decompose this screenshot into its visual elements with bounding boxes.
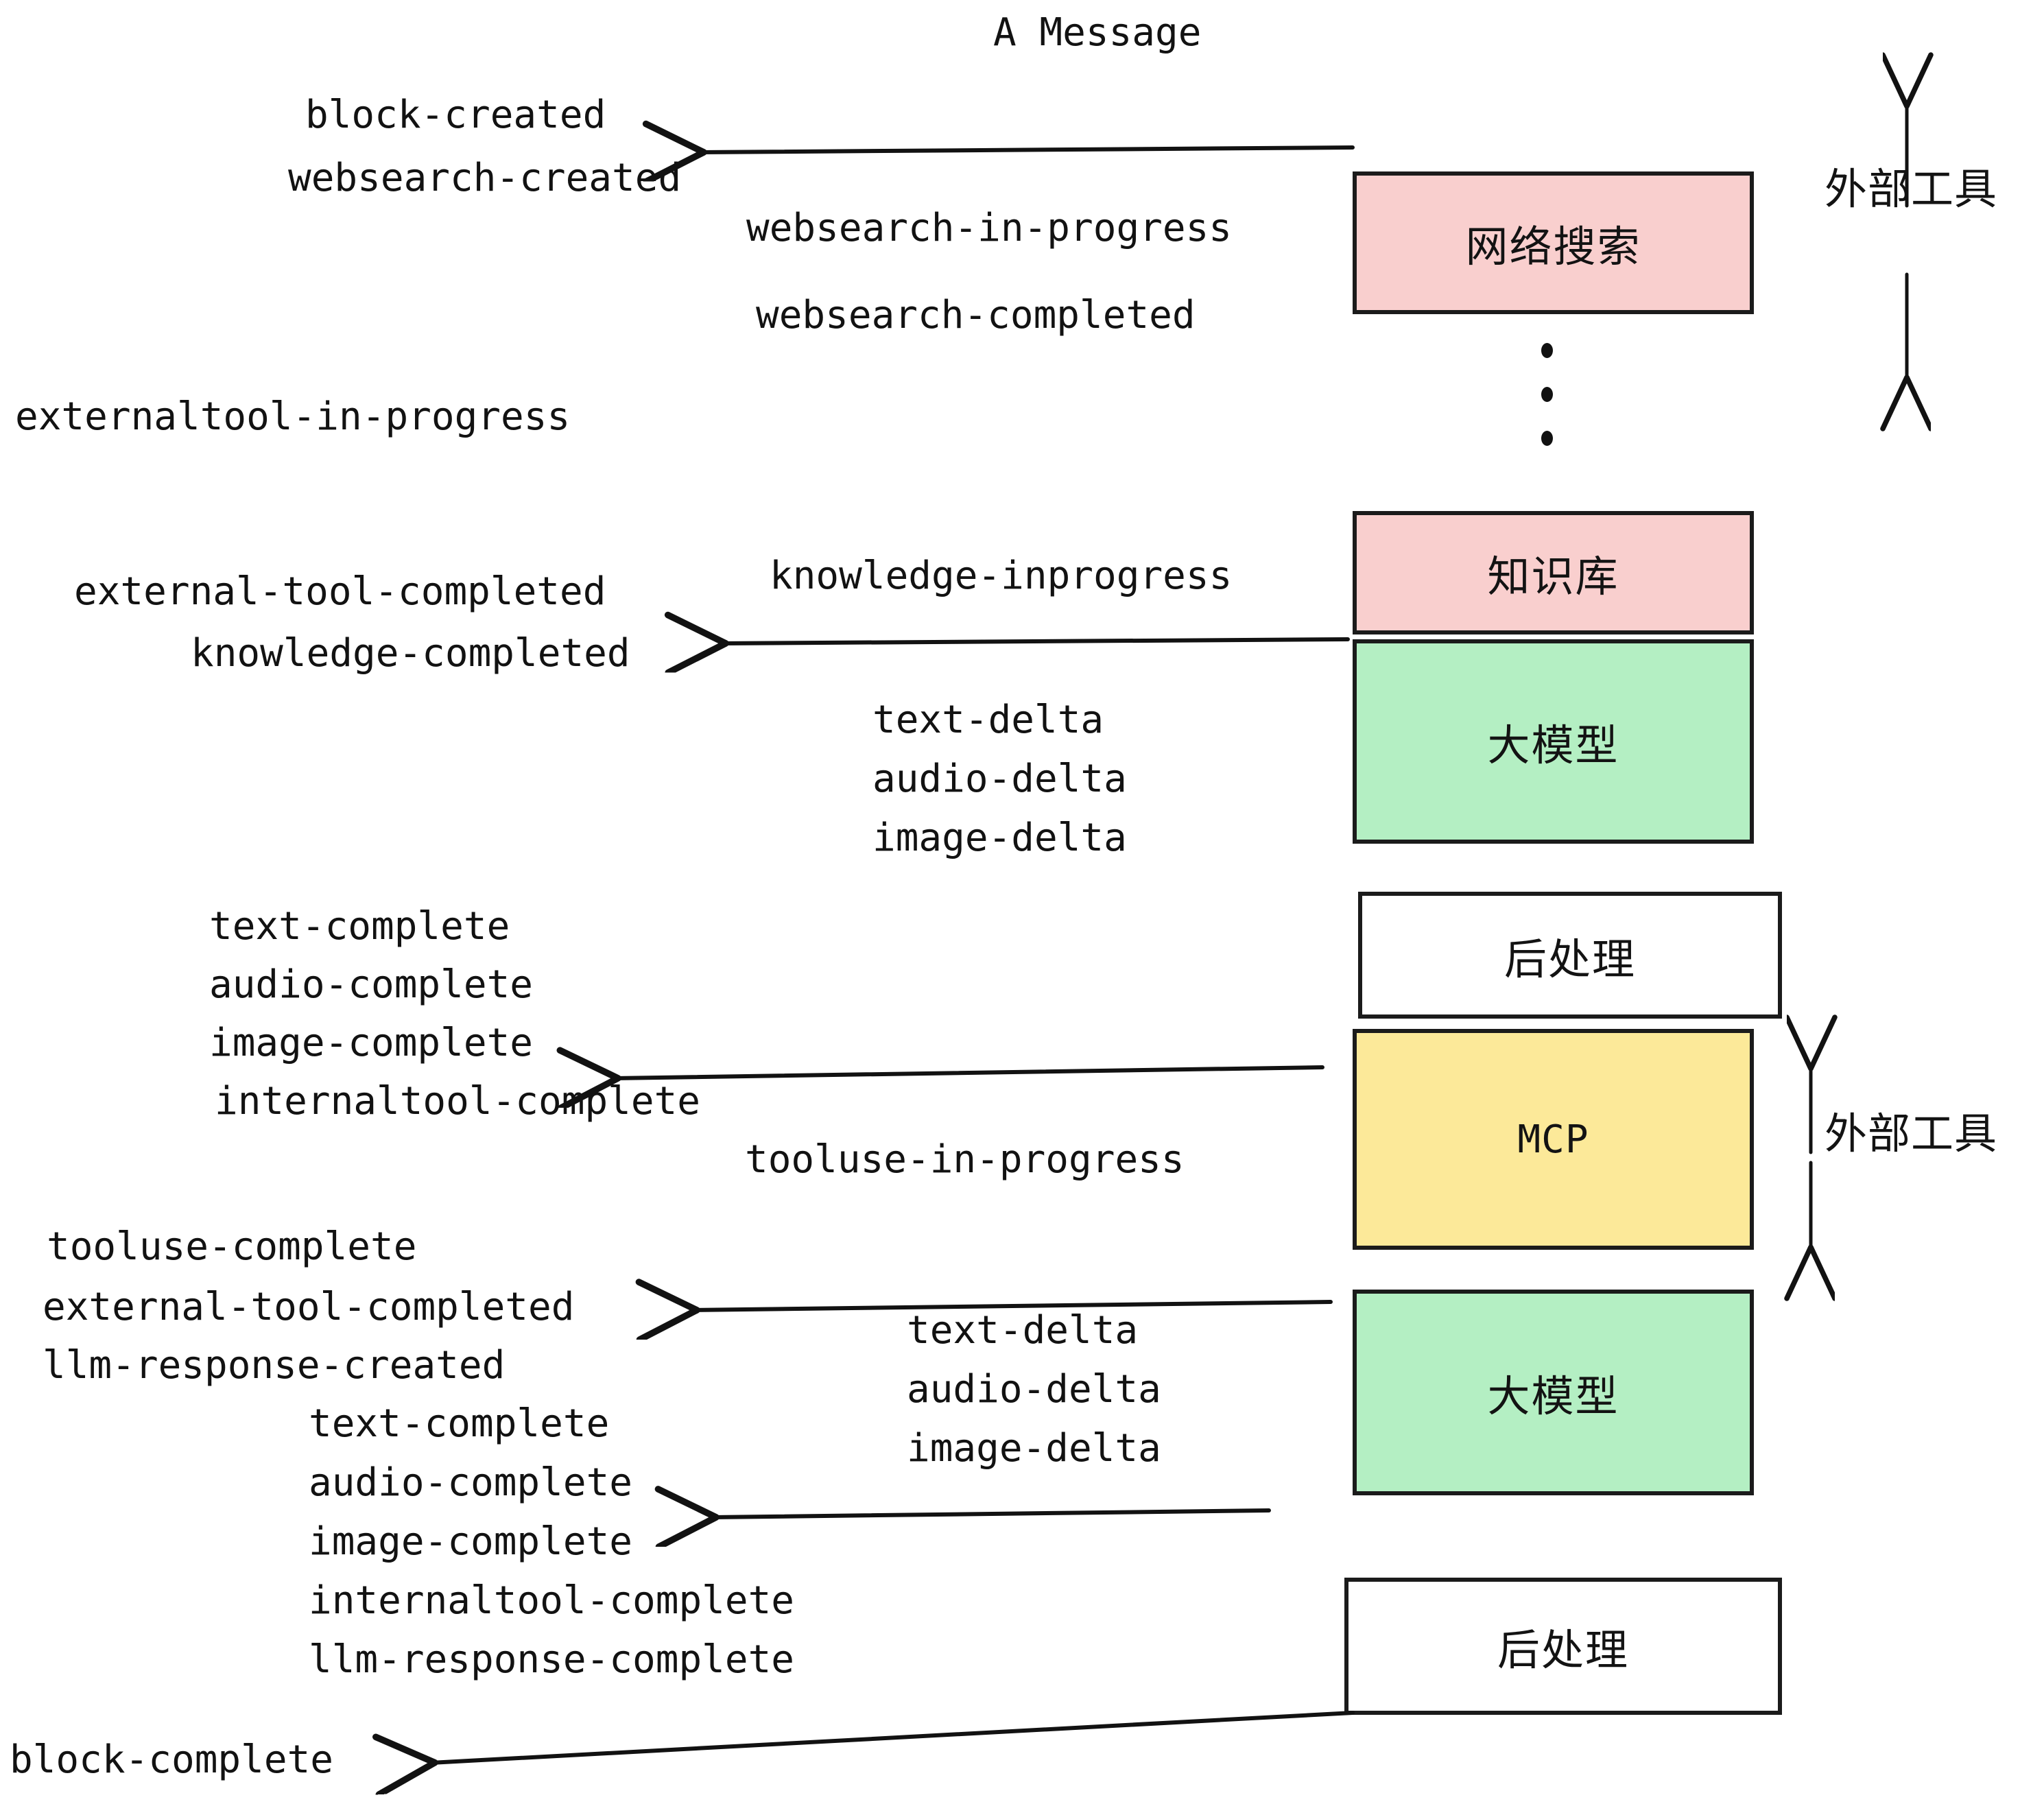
event-label: image-delta [907, 1426, 1161, 1471]
event-label: externaltool-in-progress [15, 394, 571, 439]
event-label: websearch-completed [756, 293, 1196, 337]
vertical-ellipsis-icon [1540, 343, 1554, 446]
event-label: websearch-created [288, 156, 682, 200]
box-postprocess-first: 后处理 [1358, 892, 1782, 1019]
external-tools-label-top: 外部工具 [1825, 164, 1998, 214]
event-label: internaltool-complete [215, 1079, 701, 1124]
box-postprocess-second: 后处理 [1344, 1578, 1782, 1715]
event-label: block-complete [10, 1737, 334, 1782]
page-title: A Message [993, 10, 1202, 55]
event-label: image-complete [309, 1519, 633, 1564]
external-tools-label-bottom: 外部工具 [1825, 1108, 1998, 1159]
event-label: text-complete [309, 1401, 610, 1446]
ellipsis-dot [1541, 343, 1553, 358]
event-label: tooluse-in-progress [745, 1137, 1185, 1182]
box-llm-second: 大模型 [1353, 1290, 1754, 1495]
block-created-arrow [700, 147, 1355, 152]
event-label: audio-complete [209, 962, 534, 1007]
event-label: knowledge-completed [191, 631, 630, 676]
event-label: knowledge-inprogress [770, 554, 1233, 598]
box-mcp-label: MCP [1517, 1117, 1589, 1162]
knowledge-completed-arrow [722, 639, 1350, 643]
ellipsis-dot [1541, 431, 1553, 446]
box-knowledge-label: 知识库 [1487, 551, 1619, 602]
event-label: image-complete [209, 1021, 534, 1065]
event-label: tooluse-complete [47, 1224, 417, 1269]
event-label: text-delta [907, 1308, 1139, 1353]
box-postprocess-second-label: 后处理 [1497, 1625, 1629, 1675]
block-complete-arrow [431, 1711, 1355, 1763]
event-label: text-complete [209, 904, 510, 949]
box-websearch-label: 网络搜索 [1465, 222, 1641, 272]
event-label: internaltool-complete [309, 1578, 795, 1623]
event-label: external-tool-completed [43, 1285, 575, 1329]
box-llm-first-label: 大模型 [1487, 720, 1619, 770]
ellipsis-dot [1541, 387, 1553, 402]
event-label: text-delta [872, 698, 1104, 742]
event-label: external-tool-completed [74, 569, 606, 614]
event-label: audio-complete [309, 1460, 633, 1505]
event-label: audio-delta [872, 757, 1127, 801]
event-label: image-delta [872, 816, 1127, 860]
box-websearch: 网络搜索 [1353, 171, 1754, 314]
event-label: websearch-in-progress [746, 206, 1233, 250]
box-knowledge: 知识库 [1353, 511, 1754, 634]
box-llm-second-label: 大模型 [1487, 1371, 1619, 1421]
box-postprocess-first-label: 后处理 [1504, 934, 1636, 984]
box-mcp: MCP [1353, 1029, 1754, 1250]
event-label: audio-delta [907, 1367, 1161, 1412]
event-label: llm-response-complete [309, 1637, 795, 1682]
event-label: block-created [305, 93, 606, 137]
audio-complete-arrow [712, 1510, 1271, 1517]
image-complete-arrow [614, 1067, 1324, 1078]
event-label: llm-response-created [43, 1343, 506, 1388]
box-llm-first: 大模型 [1353, 639, 1754, 844]
